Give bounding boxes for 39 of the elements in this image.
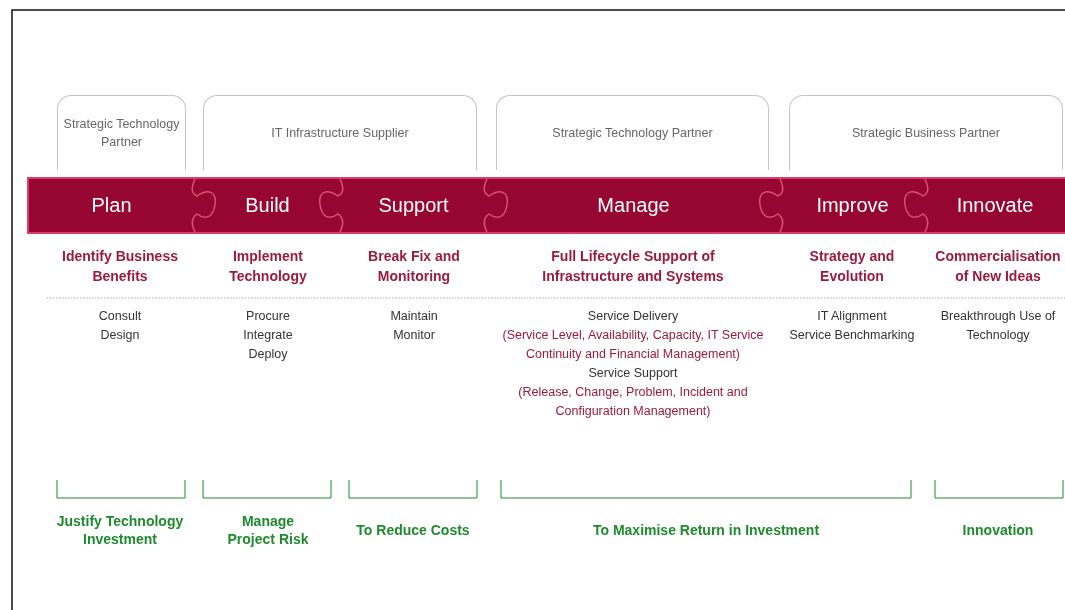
activity-text: Maintain xyxy=(389,308,439,325)
benefit-heading: Identify Business Benefits xyxy=(61,247,179,286)
stage-label: Innovate xyxy=(956,194,1034,217)
outcome-text: Innovation xyxy=(961,521,1035,539)
outcome-text: Manage Project Risk xyxy=(226,512,310,548)
activity-text: Service Support xyxy=(587,365,679,382)
partner-tab xyxy=(57,95,186,170)
stage-label: Improve xyxy=(816,194,889,217)
activity-detail: (Release, Change, Problem, Incident and Configuration Management) xyxy=(517,384,749,420)
activity-text: Integrate xyxy=(242,327,294,344)
partner-label: Strategic Business Partner xyxy=(852,125,1000,142)
benefit-heading: Strategy and Evolution xyxy=(808,247,896,286)
partner-tab xyxy=(203,95,477,170)
stage-label: Support xyxy=(378,194,449,217)
stage-label: Manage xyxy=(597,194,670,217)
activity-text: Service Delivery xyxy=(586,308,680,325)
outcome-text: Justify Technology Investment xyxy=(55,512,185,548)
stage-label: Build xyxy=(245,194,290,217)
activity-text: Consult xyxy=(97,308,143,325)
benefit-heading: Implement Technology xyxy=(228,247,308,286)
activity-text: IT Alignment xyxy=(816,308,888,325)
activity-text: Service Benchmarking xyxy=(788,327,916,344)
partner-tab xyxy=(496,95,769,170)
benefit-heading: Full Lifecycle Support of Infrastructure and Systems xyxy=(541,247,725,286)
activity-text: Deploy xyxy=(247,346,289,363)
activity-text: Breakthrough Use of Technology xyxy=(939,308,1057,344)
partner-label: Strategic Technology Partner xyxy=(552,125,713,142)
partner-tab xyxy=(789,95,1063,170)
benefit-heading: Commercialisation of New Ideas xyxy=(934,247,1062,286)
outcome-text: To Reduce Costs xyxy=(355,521,471,539)
activity-text: Procure xyxy=(245,308,291,325)
partner-label: IT Infrastructure Supplier xyxy=(271,125,409,142)
partner-label: Strategic Technology Partner xyxy=(62,116,181,151)
benefit-heading: Break Fix and Monitoring xyxy=(367,247,461,286)
outcome-text: To Maximise Return in Investment xyxy=(591,521,821,539)
activity-text: Design xyxy=(99,327,141,344)
activity-text: Monitor xyxy=(392,327,436,344)
stage-label: Plan xyxy=(91,194,132,217)
activity-detail: (Service Level, Availability, Capacity, IT Service Continuity and Financial Management) xyxy=(501,327,765,363)
